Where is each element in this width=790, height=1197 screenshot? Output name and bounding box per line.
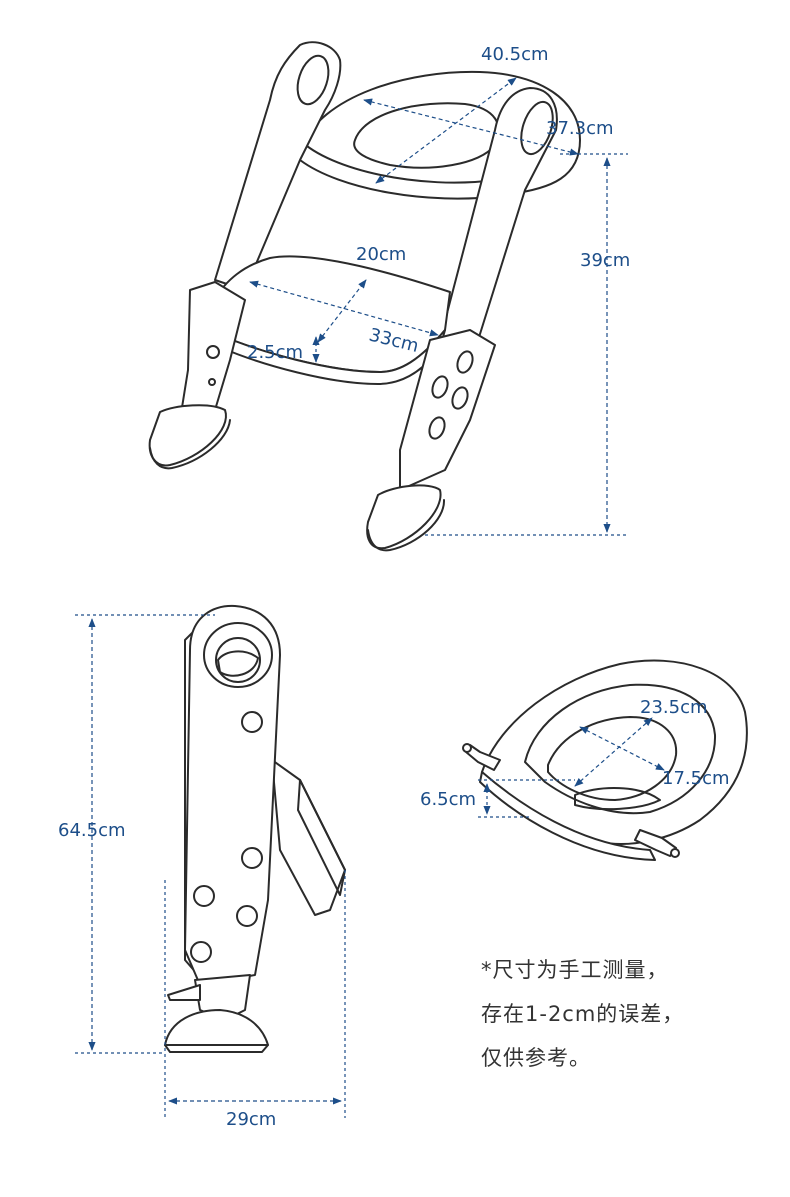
side-seat-ring xyxy=(203,622,273,688)
label-side-depth: 29cm xyxy=(226,1109,276,1130)
label-pad-width: 17.5cm xyxy=(662,768,730,789)
right-foot-sole xyxy=(367,499,446,552)
seat-depth-line xyxy=(363,98,579,156)
side-hole-1 xyxy=(241,711,263,733)
side-hole-4 xyxy=(236,905,258,927)
side-hole-2 xyxy=(241,847,263,869)
front-view-ladder xyxy=(148,41,581,552)
pad-peg-right xyxy=(634,829,677,857)
left-leg xyxy=(179,281,246,421)
label-overall-height: 39cm xyxy=(580,250,630,271)
pad-width-line xyxy=(574,717,653,787)
left-rail-handle-hole xyxy=(296,54,330,106)
pad-peg-left-tip xyxy=(462,743,472,753)
seat-pad-dimensions xyxy=(478,717,665,818)
left-foot-sole xyxy=(149,419,231,470)
side-hole-3 xyxy=(193,885,215,907)
side-back-foot xyxy=(167,984,201,1001)
seat-pad-view xyxy=(462,659,748,861)
label-step-thickness: 2.5cm xyxy=(247,342,303,363)
label-side-height: 64.5cm xyxy=(58,820,126,841)
side-suction-foot xyxy=(164,1009,269,1046)
main-rail xyxy=(184,604,281,986)
label-seat-width: 40.5cm xyxy=(481,44,549,65)
rear-strut xyxy=(271,759,346,916)
side-hole-5 xyxy=(190,941,212,963)
pad-splash-guard xyxy=(574,787,661,811)
right-leg-hole-1 xyxy=(456,350,474,374)
label-seat-depth: 37.3cm xyxy=(546,118,614,139)
label-pad-height: 6.5cm xyxy=(420,789,476,810)
label-step-depth: 20cm xyxy=(356,244,406,265)
right-leg-hole-2 xyxy=(431,375,449,399)
side-view-ladder xyxy=(164,604,346,1053)
measurement-note: *尺寸为手工测量， 存在1-2cm的误差， 仅供参考。 xyxy=(481,948,781,1080)
front-view-dimensions xyxy=(249,77,628,536)
right-leg xyxy=(399,329,496,491)
rear-strut-face xyxy=(297,779,346,896)
side-seat-hole xyxy=(215,637,261,683)
step-width-line xyxy=(249,280,439,337)
side-foot-base xyxy=(164,1044,269,1053)
left-leg-pin xyxy=(208,378,216,386)
label-pad-length: 23.5cm xyxy=(640,697,708,718)
right-leg-hole-4 xyxy=(428,416,446,440)
pad-rim-front xyxy=(479,771,656,861)
right-foot xyxy=(366,484,442,550)
side-view-dimensions xyxy=(75,614,346,1118)
note-line-3: 仅供参考。 xyxy=(481,1046,591,1070)
note-line-1: *尺寸为手工测量， xyxy=(481,958,669,982)
note-line-2: 存在1-2cm的误差， xyxy=(481,1002,685,1026)
left-leg-hole xyxy=(206,345,220,359)
pad-inner-ring xyxy=(524,683,717,815)
left-foot xyxy=(148,404,227,467)
pad-peg-right-tip xyxy=(670,848,680,858)
right-leg-hole-3 xyxy=(451,386,469,410)
side-seat-pad xyxy=(217,650,259,677)
